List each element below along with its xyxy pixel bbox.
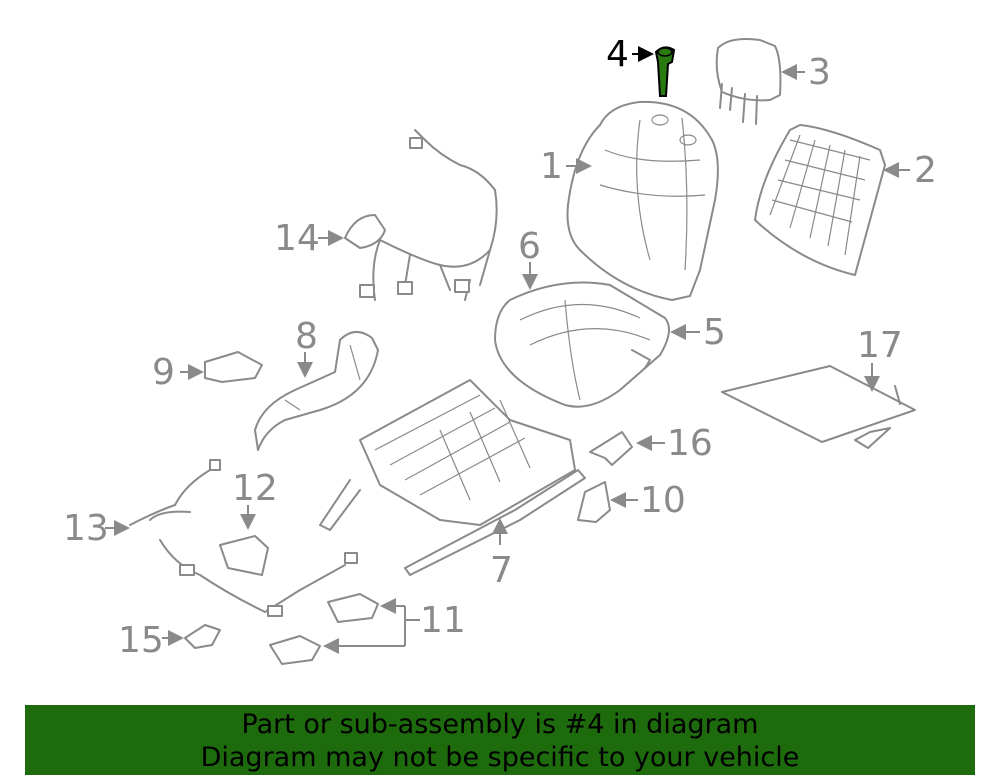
- callout-2: 2: [914, 150, 937, 191]
- leader-lines: [105, 46, 910, 654]
- callout-17: 17: [857, 325, 903, 366]
- wire-harness-part-14: [344, 129, 498, 301]
- highlight-banner: Part or sub-assembly is #4 in diagram Di…: [25, 705, 975, 775]
- clip-part-15: [184, 624, 221, 649]
- cover-part-10: [577, 481, 611, 523]
- callout-5: 5: [703, 312, 726, 353]
- banner-line-2: Diagram may not be specific to your vehi…: [200, 742, 800, 773]
- clip-part-16: [589, 431, 633, 466]
- callout-6: 6: [518, 226, 541, 267]
- side-shield-part: [254, 331, 379, 451]
- module-part-12: [219, 535, 269, 576]
- callout-10: 10: [640, 480, 686, 521]
- headrest-guide-part-highlighted: [654, 46, 676, 97]
- callout-9: 9: [152, 352, 175, 393]
- seat-cushion-part: [494, 281, 670, 408]
- headrest-part: [715, 38, 782, 125]
- wire-harness-part-13: [129, 459, 358, 617]
- banner-line-1: Part or sub-assembly is #4 in diagram: [241, 709, 759, 740]
- panel-part-17: [721, 365, 916, 449]
- callout-7: 7: [490, 550, 513, 591]
- bracket-part-9: [204, 351, 263, 383]
- callout-11: 11: [420, 600, 466, 641]
- seat-frame-part: [319, 379, 586, 576]
- bracket-part-11: [269, 593, 379, 665]
- callout-8: 8: [295, 316, 318, 357]
- callout-15: 15: [118, 620, 164, 661]
- callout-14: 14: [274, 218, 320, 259]
- callout-16: 16: [667, 423, 713, 464]
- seat-back-part: [566, 100, 719, 301]
- callout-12: 12: [232, 468, 278, 509]
- callout-13: 13: [63, 508, 109, 549]
- seat-back-frame-part: [754, 124, 886, 276]
- callout-1: 1: [540, 146, 563, 187]
- callout-3: 3: [808, 52, 831, 93]
- parts-diagram: 1 2 3 4 5 6 7 8 9 10 11 12 13 14 15 16 1…: [63, 34, 937, 665]
- callout-4: 4: [606, 34, 629, 75]
